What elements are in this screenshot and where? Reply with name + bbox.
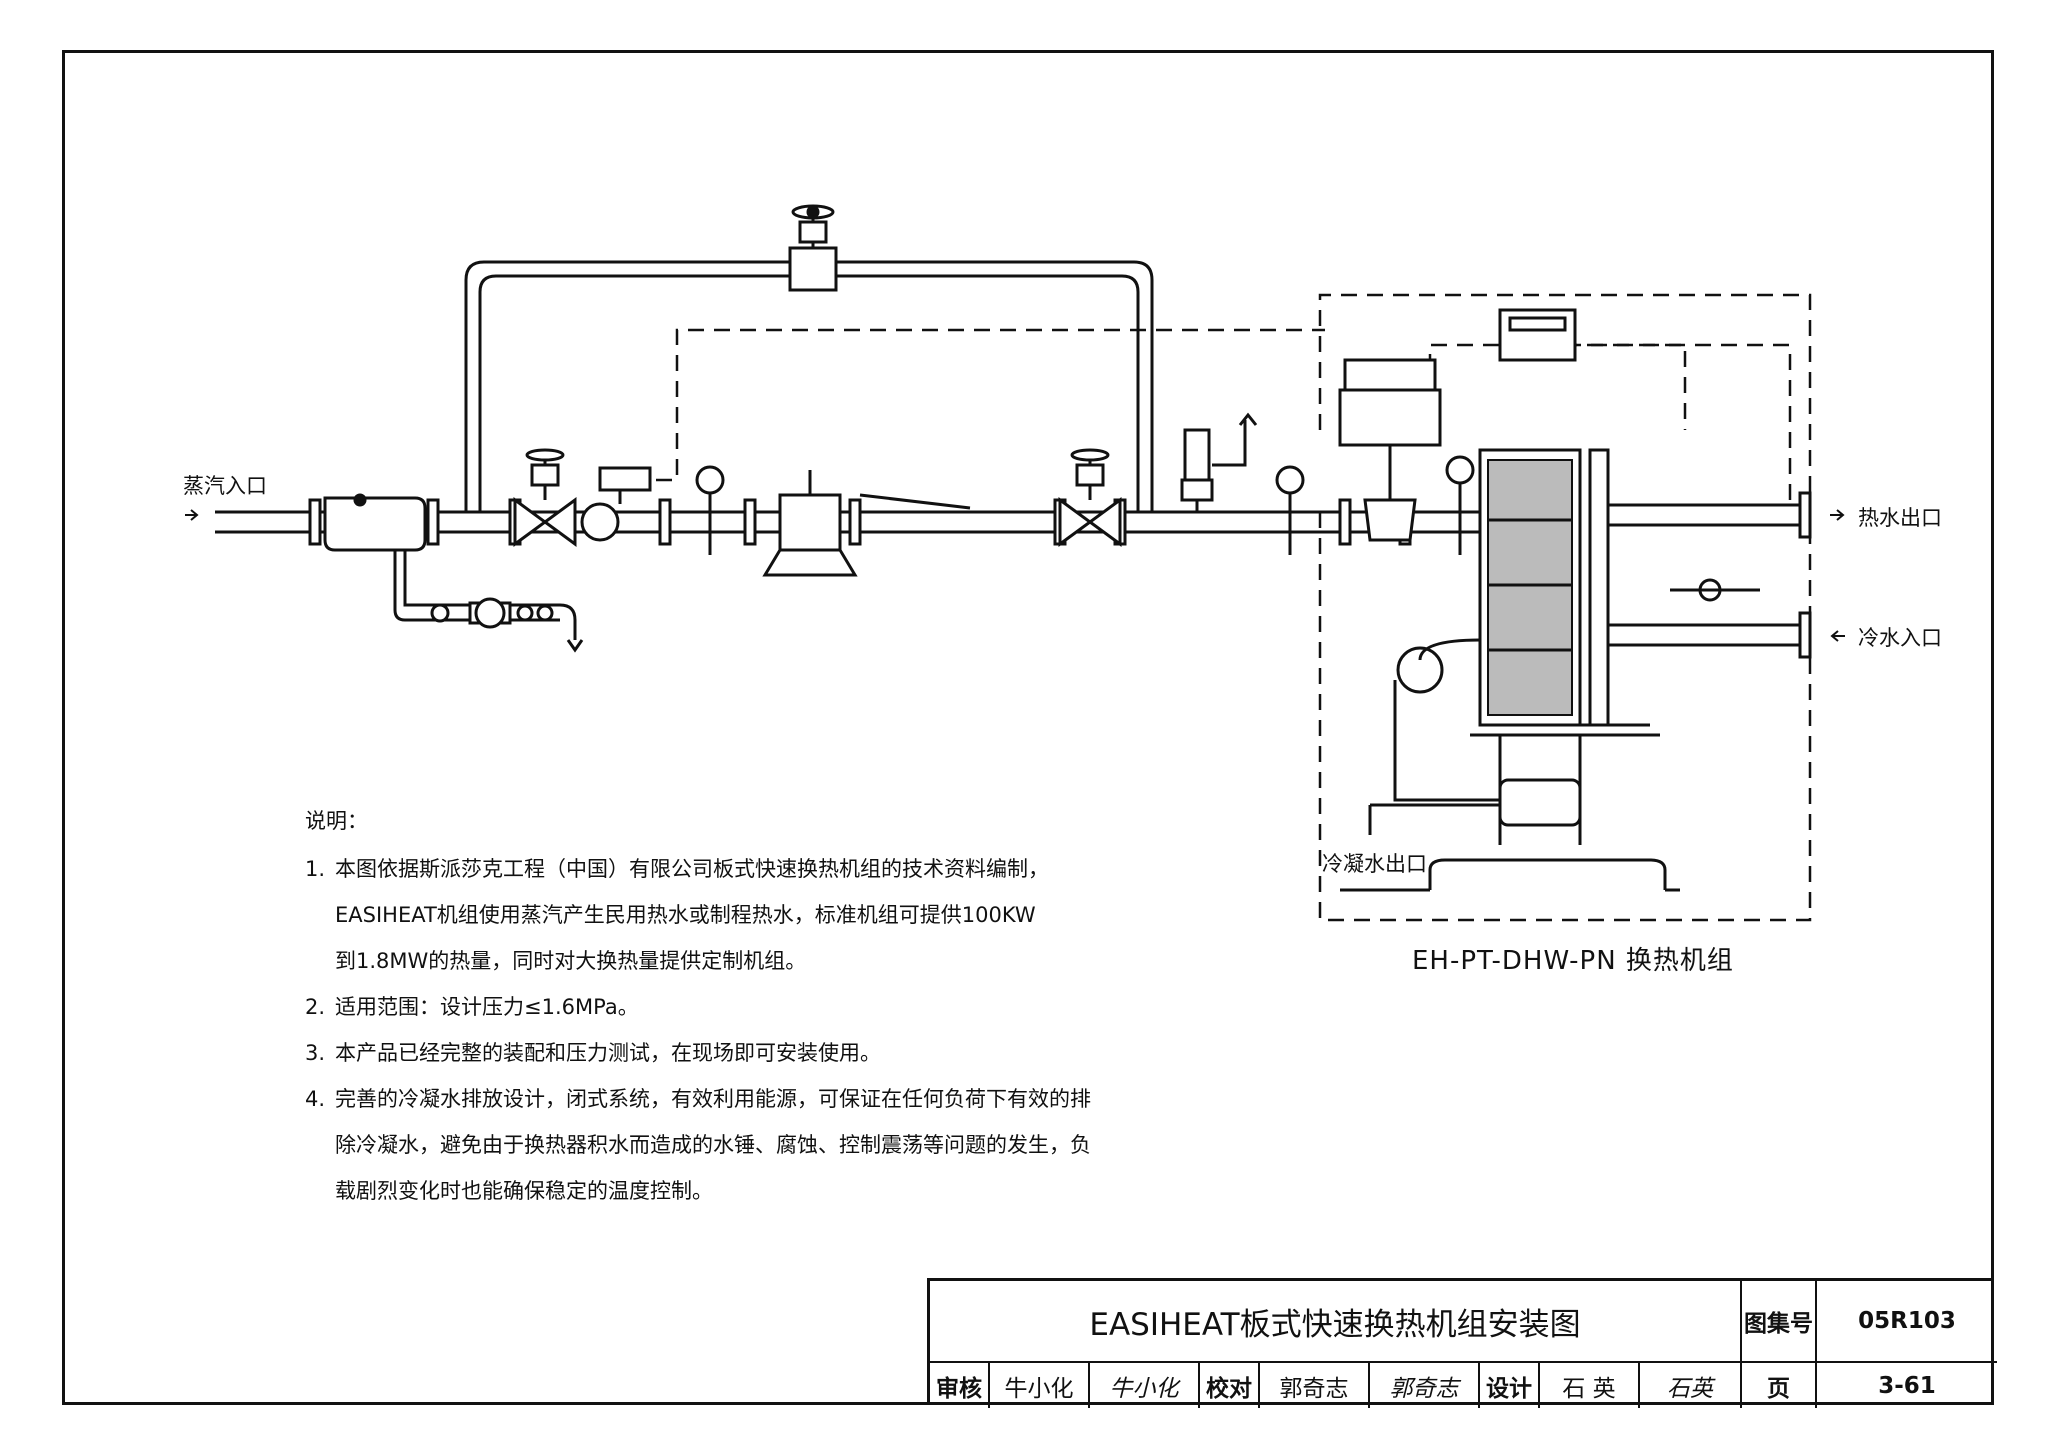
flanges: [308, 498, 1412, 546]
actuated-ball-valve: [580, 466, 652, 542]
steam-separator: [323, 493, 560, 622]
note-item: 4. 完善的冷凝水排放设计，闭式系统，有效利用能源，可保证在任何负荷下有效的排 …: [305, 1076, 1185, 1214]
plate-heat-exchanger: [1470, 448, 1660, 845]
condensate-pump-trap: [1340, 638, 1680, 892]
note-line: 到1.8MW的热量，同时对大换热量提供定制机组。: [335, 949, 807, 973]
note-item: 2. 适用范围：设计压力≤1.6MPa。: [305, 984, 1185, 1030]
checker-name: 郭奇志: [1260, 1363, 1370, 1408]
temperature-controller: [1498, 308, 1577, 362]
pressure-gauge-1: [695, 465, 725, 555]
check-label: 校对: [1200, 1363, 1260, 1408]
note-line: EASIHEAT机组使用蒸汽产生民用热水或制程热水，标准机组可提供100KW: [335, 903, 1036, 927]
pressure-gauge-3: [1445, 455, 1475, 555]
drain-trap-set: [430, 597, 584, 653]
title-block: EASIHEAT板式快速换热机组安装图 图集号 05R103 审核 牛小化 牛小…: [927, 1278, 1997, 1408]
pressure-gauge-2: [1275, 465, 1305, 555]
steam-inlet-label: 蒸汽入口: [183, 474, 267, 498]
reviewer-name: 牛小化: [990, 1363, 1090, 1408]
note-line: 载剧烈变化时也能确保稳定的温度控制。: [335, 1179, 713, 1203]
atlas-label: 图集号: [1742, 1281, 1817, 1363]
page-label: 页: [1742, 1363, 1817, 1408]
drawing-title: EASIHEAT板式快速换热机组安装图: [930, 1281, 1742, 1363]
design-label: 设计: [1480, 1363, 1540, 1408]
cold-water-inlet-label: 冷水入口: [1858, 626, 1942, 650]
hot-water-pipe: [1608, 491, 1812, 539]
checker-signature: 郭奇志: [1370, 1363, 1480, 1408]
pressure-reducing-valve: [762, 470, 971, 577]
drawing-frame: [62, 50, 1994, 1405]
note-line: 完善的冷凝水排放设计，闭式系统，有效利用能源，可保证在任何负荷下有效的排: [335, 1087, 1091, 1111]
notes-block: 说明： 1. 本图依据斯派莎克工程（中国）有限公司板式快速换热机组的技术资料编制…: [305, 798, 1185, 1214]
bypass-globe-valve: [788, 204, 838, 292]
designer-signature: 石英: [1640, 1363, 1742, 1408]
note-line: 本产品已经完整的装配和压力测试，在现场即可安装使用。: [335, 1041, 881, 1065]
note-line: 本图依据斯派莎克工程（中国）有限公司板式快速换热机组的技术资料编制，: [335, 857, 1049, 881]
note-number: 2.: [305, 995, 326, 1019]
note-number: 1.: [305, 857, 326, 881]
safety-valve: [1180, 412, 1258, 512]
note-item: 3. 本产品已经完整的装配和压力测试，在现场即可安装使用。: [305, 1030, 1185, 1076]
note-item: 1. 本图依据斯派莎克工程（中国）有限公司板式快速换热机组的技术资料编制， EA…: [305, 846, 1185, 984]
flow-arrows: [185, 509, 1845, 642]
page-number: 3-61: [1878, 1372, 1936, 1399]
review-label: 审核: [930, 1363, 990, 1408]
unit-caption: EH-PT-DHW-PN 换热机组: [1412, 946, 1734, 976]
note-line: 适用范围：设计压力≤1.6MPa。: [335, 995, 639, 1019]
isolation-valve-1: [513, 448, 577, 547]
reviewer-signature: 牛小化: [1090, 1363, 1200, 1408]
cold-water-pipe: [1608, 578, 1812, 659]
note-line: 除冷凝水，避免由于换热器积水而造成的水锤、腐蚀、控制震荡等问题的发生，负: [335, 1133, 1091, 1157]
steam-control-valve: [1338, 358, 1442, 542]
notes-heading: 说明：: [305, 809, 368, 833]
note-number: 4.: [305, 1087, 326, 1111]
condensate-outlet-label: 冷凝水出口: [1322, 852, 1427, 876]
hot-water-outlet-label: 热水出口: [1858, 506, 1942, 530]
atlas-number: 05R103: [1817, 1281, 1997, 1363]
isolation-valve-2: [1058, 448, 1122, 547]
designer-name: 石 英: [1540, 1363, 1640, 1408]
note-number: 3.: [305, 1041, 326, 1065]
